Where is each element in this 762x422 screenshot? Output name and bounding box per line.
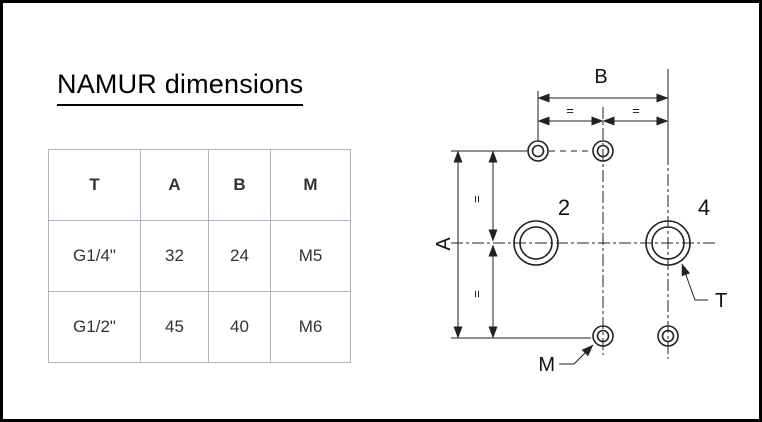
cell-a: 45 — [140, 291, 209, 363]
thread-callout-label: T — [715, 290, 727, 312]
mounting-callout-label: M — [538, 354, 555, 376]
col-header-a: A — [140, 149, 209, 221]
top-left-hole — [527, 140, 549, 162]
table-row: G1/4" 32 24 M5 — [48, 220, 351, 292]
cell-a: 32 — [140, 220, 209, 292]
cell-thread: G1/4" — [48, 220, 141, 292]
col-header-thread: T — [48, 149, 141, 221]
mounting-leader-line — [559, 344, 594, 365]
bottom-left-hole — [592, 325, 614, 347]
port-2-label: 2 — [558, 195, 570, 220]
page-title: NAMUR dimensions — [57, 69, 304, 106]
dim-label-b: B — [594, 66, 607, 88]
equal-mark-left: = — [566, 103, 574, 118]
dim-label-a: A — [433, 237, 455, 251]
dimensions-table: T A B M G1/4" 32 24 M5 G1/2" 45 40 M6 — [48, 149, 351, 363]
table-header-row: T A B M — [48, 149, 351, 221]
cell-b: 24 — [208, 220, 271, 292]
equal-mark-right: = — [632, 103, 640, 118]
cell-m: M6 — [270, 291, 351, 363]
port-4-label: 4 — [698, 195, 710, 220]
cell-b: 40 — [208, 291, 271, 363]
cell-thread: G1/2" — [48, 291, 141, 363]
cell-m: M5 — [270, 220, 351, 292]
namur-mounting-drawing: B = = A = = — [433, 66, 727, 376]
equal-mark-lower: = — [470, 290, 485, 298]
equal-mark-upper: = — [470, 195, 485, 203]
thread-leader-line — [681, 263, 708, 301]
table-row: G1/2" 45 40 M6 — [48, 291, 351, 363]
col-header-m: M — [270, 149, 351, 221]
